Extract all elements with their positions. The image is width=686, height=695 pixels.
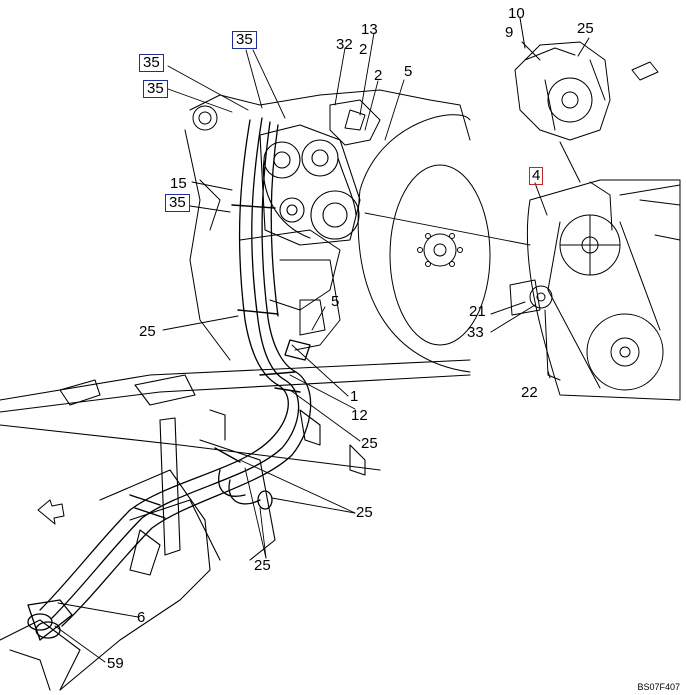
callout-59: 59 [107,655,124,672]
engine-assembly [184,89,471,361]
callout-25-inset: 25 [577,20,594,37]
callout-5-top: 5 [404,63,413,80]
hydraulic-hoses [27,117,312,641]
callout-22: 22 [521,384,538,401]
callout-35-top-left: 35 [139,54,164,72]
callout-21: 21 [469,303,486,320]
callout-10: 10 [508,5,525,22]
callout-25-bottom: 25 [254,557,271,574]
flywheel-housing [357,114,491,373]
figure-code: BS07F407 [637,682,680,692]
callout-33: 33 [467,324,484,341]
hose-clamps [129,204,301,519]
callout-1: 1 [350,388,359,405]
callout-35-lower-left: 35 [165,194,190,212]
callout-12: 12 [351,407,368,424]
callout-2-mid: 2 [374,67,383,84]
leader-lines-left [54,32,531,663]
callout-25-right: 25 [356,504,373,521]
callout-32: 32 [336,36,353,53]
inset-belt-drive [490,179,681,401]
direction-arrow-icon [37,499,65,525]
callout-2-top: 2 [359,41,368,58]
callout-6: 6 [137,609,146,626]
callout-35-mid-left: 35 [143,80,168,98]
chassis-frame [0,359,471,691]
callout-5-mid: 5 [331,293,340,310]
callout-9: 9 [505,24,514,41]
callout-4: 4 [529,167,544,185]
callout-35-top: 35 [232,31,257,49]
callout-13: 13 [361,21,378,38]
inset-compressor [514,17,659,183]
callout-25-center: 25 [361,435,378,452]
pulley-belt-assembly [259,124,361,246]
callout-25-left: 25 [139,323,156,340]
callout-15: 15 [170,175,187,192]
